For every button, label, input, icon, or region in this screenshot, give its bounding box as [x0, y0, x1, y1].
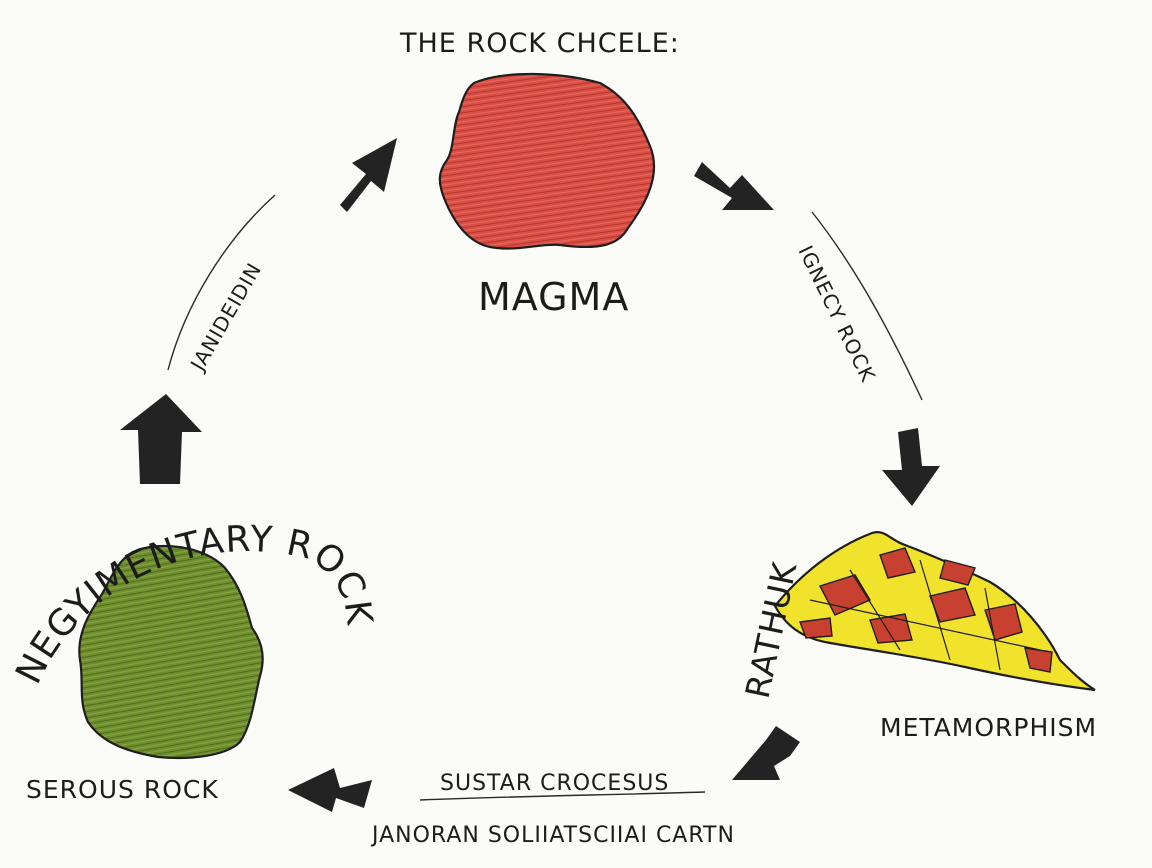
sedimentary-node: NEGYIMENTARY ROCK SEROUS ROCK: [8, 519, 378, 804]
metamorphic-node: RATHUK METAMORPHISM: [738, 531, 1097, 742]
left-edge-label: JANIDEIDIN: [185, 258, 267, 376]
bottom-edge-line: [419, 791, 706, 801]
top-left-arrow: [340, 138, 397, 212]
right-edge-line: [811, 211, 923, 401]
metamorphic-red-patches: [799, 547, 1053, 673]
magma-label: MAGMA: [478, 275, 629, 319]
bottom-edge: SUSTAR CROCESUS JANORAN SOLIIATSCIIAI CA…: [288, 726, 800, 848]
magma-node: MAGMA: [438, 72, 656, 319]
sedimentary-blob: [78, 544, 264, 760]
right-edge-label: IGNECY ROCK: [794, 242, 881, 386]
bottom-edge-sub-label: JANORAN SOLIIATSCIIAI CARTN: [370, 823, 735, 848]
top-right-arrow: [694, 162, 774, 210]
bottom-edge-label: SUSTAR CROCESUS: [440, 771, 669, 796]
bottom-left-arrow: [288, 768, 372, 812]
diagram-title: THE ROCK CHCELE:: [399, 28, 680, 59]
left-edge-line: [167, 194, 276, 371]
metamorphic-cracks: [809, 559, 1041, 671]
left-up-arrow: [120, 394, 202, 484]
magma-blob: [438, 72, 656, 250]
metamorphic-label: METAMORPHISM: [880, 713, 1097, 742]
right-edge: IGNECY ROCK: [694, 162, 940, 506]
sedimentary-label: SEROUS ROCK: [26, 775, 219, 804]
left-edge: JANIDEIDIN: [120, 138, 397, 484]
right-down-arrow: [882, 428, 940, 506]
bottom-right-arrow: [732, 726, 800, 780]
